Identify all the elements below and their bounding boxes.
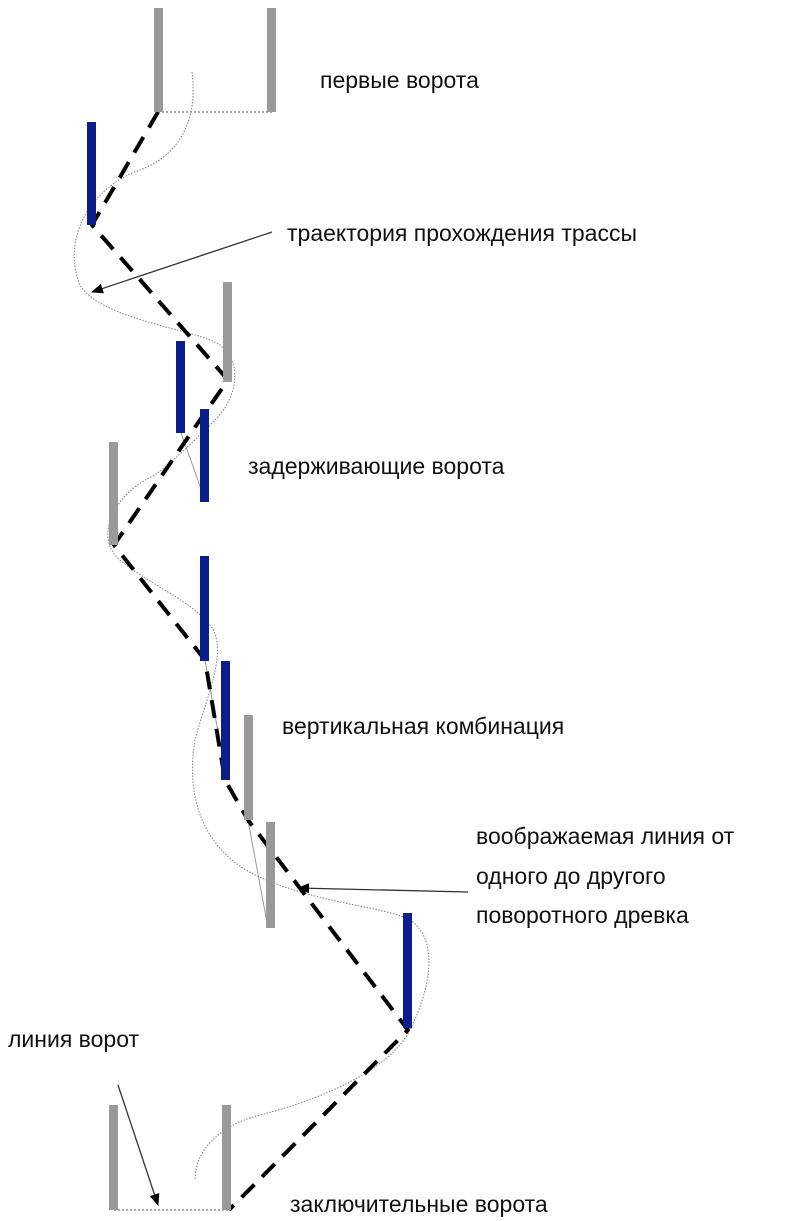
blue-pole-2: [176, 341, 185, 433]
first-gate-label: первые ворота: [320, 67, 479, 93]
gate-line-arrow: [117, 1084, 160, 1206]
blue-pole-1: [87, 122, 96, 225]
imaginary-line-label-2: одного до другого: [476, 863, 666, 889]
course-trajectory: [73, 71, 430, 1181]
gray-pole-3: [223, 282, 232, 382]
final-gate-right-pole: [222, 1105, 231, 1210]
first-gate-left-pole: [154, 8, 163, 112]
first-gate-right-pole: [267, 8, 276, 112]
blue-pole-5: [221, 661, 230, 780]
gate-line-label: линия ворот: [8, 1026, 140, 1052]
gray-pole-6: [266, 822, 275, 928]
dashed-turn-line: [90, 110, 410, 1212]
gray-pole-5: [244, 715, 253, 820]
vertical-combination-label: вертикальная комбинация: [282, 713, 565, 739]
imaginary-line-label-1: воображаемая линия от: [476, 823, 735, 849]
blue-pole-3: [200, 409, 209, 502]
imaginary-line-label-3: поворотного древка: [476, 902, 689, 928]
imaginary-line-arrow: [297, 883, 469, 894]
final-gate-label: заключительные ворота: [290, 1191, 548, 1217]
imaginary-line-c: [247, 819, 269, 929]
gray-pole-4: [109, 442, 118, 545]
delay-gate-label: задерживающие ворота: [248, 453, 505, 479]
trajectory-arrow: [91, 231, 273, 294]
final-gate-left-pole: [109, 1105, 118, 1210]
trajectory-label: траектория прохождения трассы: [287, 220, 637, 246]
blue-pole-6: [403, 913, 412, 1028]
blue-pole-4: [200, 556, 209, 661]
